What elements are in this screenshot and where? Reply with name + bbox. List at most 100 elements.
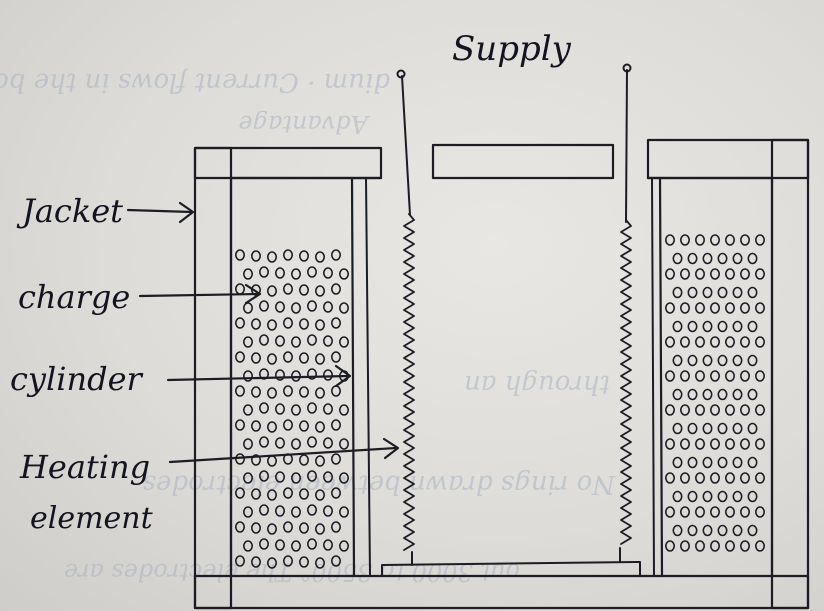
charge-pebble bbox=[316, 422, 324, 432]
charge-pebble bbox=[268, 422, 276, 432]
charge-pebble bbox=[696, 439, 704, 449]
charge-pebble bbox=[741, 439, 749, 449]
charge-pebble bbox=[718, 526, 726, 536]
charge-pebble bbox=[696, 371, 704, 381]
charge-pebble bbox=[292, 405, 300, 415]
charge-pebble bbox=[688, 356, 696, 366]
charge-pebble bbox=[292, 439, 300, 449]
charge-pebble bbox=[236, 352, 244, 362]
charge-pebble bbox=[268, 354, 276, 364]
charge-pebble bbox=[276, 302, 284, 312]
jacket-lid-left bbox=[195, 148, 381, 178]
charge-pebble bbox=[666, 303, 674, 313]
charge-pebble bbox=[726, 541, 734, 551]
charge-pebble bbox=[688, 492, 696, 502]
charge-pebble bbox=[260, 437, 268, 447]
arrow-jacket bbox=[128, 210, 192, 212]
charge-pebble bbox=[332, 318, 340, 328]
charge-pebble bbox=[308, 505, 316, 515]
bleed-line-1: dium · Current flows in the boron bbox=[0, 67, 390, 97]
charge-pebble bbox=[673, 322, 681, 332]
charge-pebble bbox=[332, 386, 340, 396]
charge-pebble bbox=[300, 387, 308, 397]
charge-pebble bbox=[688, 526, 696, 536]
charge-pebble bbox=[703, 390, 711, 400]
charge-pebble bbox=[236, 318, 244, 328]
charge-pebble bbox=[268, 320, 276, 330]
charge-pebble bbox=[284, 386, 292, 396]
charge-pebble bbox=[696, 473, 704, 483]
charge-pebbles-right bbox=[666, 235, 764, 551]
supply-lead-right bbox=[626, 70, 627, 222]
label-cylinder: cylinder bbox=[10, 360, 144, 398]
charge-pebble bbox=[324, 336, 332, 346]
charge-pebble bbox=[726, 269, 734, 279]
charge-pebble bbox=[260, 335, 268, 345]
charge-pebble bbox=[666, 371, 674, 381]
charge-pebble bbox=[332, 352, 340, 362]
charge-pebble bbox=[260, 267, 268, 277]
charge-pebble bbox=[733, 390, 741, 400]
charge-pebble bbox=[244, 303, 252, 313]
charge-pebble bbox=[300, 319, 308, 329]
charge-pebble bbox=[268, 524, 276, 534]
charge-pebble bbox=[666, 439, 674, 449]
charge-pebble bbox=[711, 473, 719, 483]
charge-pebble bbox=[308, 539, 316, 549]
charge-pebble bbox=[726, 507, 734, 517]
charge-pebble bbox=[292, 541, 300, 551]
arrow-heating-element bbox=[170, 448, 396, 462]
charge-pebble bbox=[324, 404, 332, 414]
charge-pebble bbox=[276, 506, 284, 516]
charge-pebble bbox=[260, 539, 268, 549]
charge-pebble bbox=[711, 405, 719, 415]
charge-pebble bbox=[748, 390, 756, 400]
charge-pebble bbox=[681, 439, 689, 449]
charge-pebble bbox=[340, 405, 348, 415]
charge-pebble bbox=[324, 506, 332, 516]
charge-pebble bbox=[756, 303, 764, 313]
charge-pebble bbox=[332, 250, 340, 260]
charge-pebble bbox=[340, 439, 348, 449]
charge-pebble bbox=[688, 322, 696, 332]
charge-pebble bbox=[236, 284, 244, 294]
charge-pebble bbox=[284, 284, 292, 294]
charge-pebble bbox=[236, 522, 244, 532]
charge-pebble bbox=[308, 437, 316, 447]
charge-pebble bbox=[718, 492, 726, 502]
charge-pebble bbox=[688, 390, 696, 400]
charge-pebble bbox=[718, 458, 726, 468]
charge-pebble bbox=[703, 492, 711, 502]
charge-pebble bbox=[300, 421, 308, 431]
charge-pebble bbox=[748, 356, 756, 366]
label-charge: charge bbox=[18, 278, 130, 316]
charge-pebble bbox=[696, 507, 704, 517]
charge-pebble bbox=[316, 456, 324, 466]
charge-pebble bbox=[252, 387, 260, 397]
charge-pebble bbox=[316, 320, 324, 330]
charge-pebble bbox=[711, 337, 719, 347]
charge-pebble bbox=[666, 269, 674, 279]
charge-pebble bbox=[703, 288, 711, 298]
charge-pebble bbox=[236, 386, 244, 396]
charge-pebble bbox=[741, 507, 749, 517]
charge-pebble bbox=[260, 403, 268, 413]
charge-pebble bbox=[673, 356, 681, 366]
charge-pebble bbox=[244, 371, 252, 381]
jacket-lid-middle bbox=[433, 145, 613, 178]
charge-pebble bbox=[292, 269, 300, 279]
charge-pebble bbox=[260, 301, 268, 311]
charge-pebble bbox=[748, 526, 756, 536]
charge-pebble bbox=[292, 507, 300, 517]
charge-pebble bbox=[756, 439, 764, 449]
charge-pebble bbox=[756, 337, 764, 347]
heating-coil-right bbox=[621, 220, 631, 544]
charge-pebble bbox=[332, 454, 340, 464]
charge-pebble bbox=[236, 250, 244, 260]
charge-pebble bbox=[756, 371, 764, 381]
charge-pebble bbox=[741, 473, 749, 483]
charge-pebble bbox=[284, 318, 292, 328]
charge-pebble bbox=[696, 405, 704, 415]
charge-pebble bbox=[726, 337, 734, 347]
charge-pebble bbox=[688, 458, 696, 468]
